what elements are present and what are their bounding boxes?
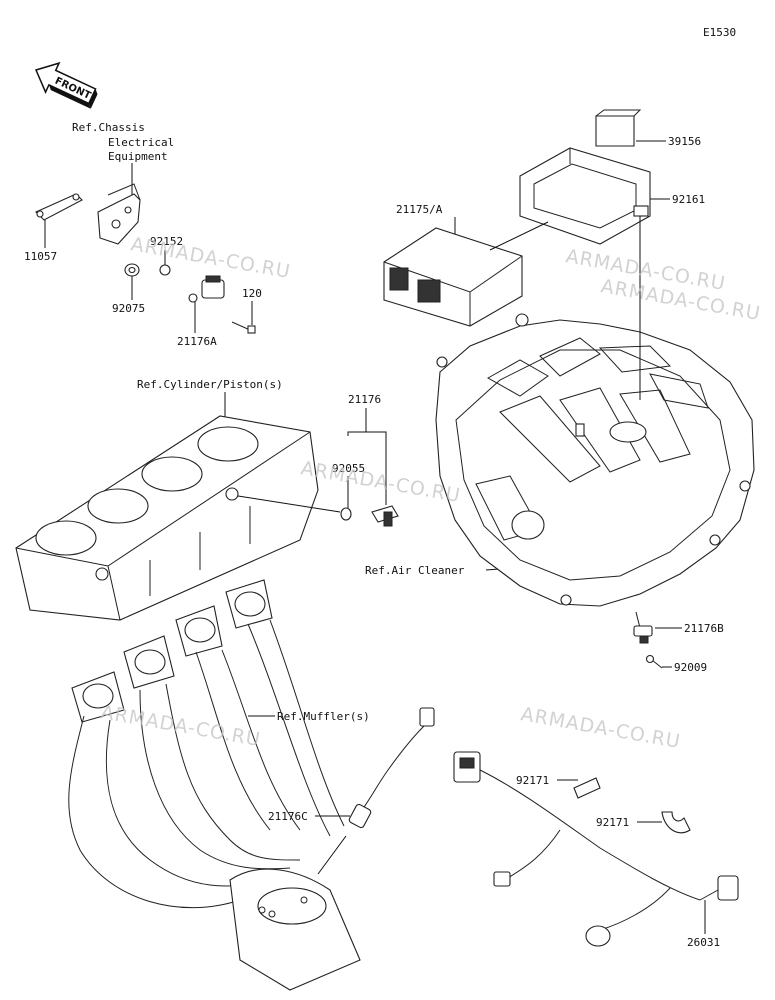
sensor-21176b <box>633 611 663 669</box>
watermark-6: ARMADA-CO.RU <box>99 701 262 751</box>
part-21176C: 21176C <box>268 810 308 823</box>
bracket-assembly <box>35 183 256 334</box>
part-21176B: 21176B <box>684 622 724 635</box>
front-arrow-icon: FRONT <box>34 61 98 109</box>
part-92075: 92075 <box>112 302 145 315</box>
diagram-code: E1530 <box>703 26 736 39</box>
part-92161: 92161 <box>672 193 705 206</box>
part-21176A: 21176A <box>177 335 217 348</box>
part-21175A: 21175/A <box>396 203 443 216</box>
part-92171-b: 92171 <box>596 816 629 829</box>
sensor-21176 <box>340 505 399 527</box>
ref-chassis-line3: Equipment <box>108 150 168 163</box>
part-120: 120 <box>242 287 262 300</box>
ref-chassis-line2: Electrical <box>108 136 174 149</box>
watermark-5: ARMADA-CO.RU <box>519 703 682 753</box>
part-21176: 21176 <box>348 393 381 406</box>
part-39156: 39156 <box>668 135 701 148</box>
part-92171-a: 92171 <box>516 774 549 787</box>
part-92152: 92152 <box>150 235 183 248</box>
ref-chassis-line1: Ref.Chassis <box>72 121 145 134</box>
part-92055: 92055 <box>332 462 365 475</box>
part-26031: 26031 <box>687 936 720 949</box>
ref-cylinder: Ref.Cylinder/Piston(s) <box>137 378 283 391</box>
air-cleaner-housing <box>435 216 755 607</box>
harness-26031 <box>453 751 739 947</box>
ecu-assembly <box>383 109 651 327</box>
part-92009: 92009 <box>674 661 707 674</box>
cylinder-block <box>15 415 341 621</box>
exhaust-headers <box>68 579 361 991</box>
watermark-4: ARMADA-CO.RU <box>299 457 462 507</box>
part-11057: 11057 <box>24 250 57 263</box>
ref-air-cleaner: Ref.Air Cleaner <box>365 564 465 577</box>
ref-muffler: Ref.Muffler(s) <box>277 710 370 723</box>
oxygen-sensor-21176c <box>348 707 435 829</box>
